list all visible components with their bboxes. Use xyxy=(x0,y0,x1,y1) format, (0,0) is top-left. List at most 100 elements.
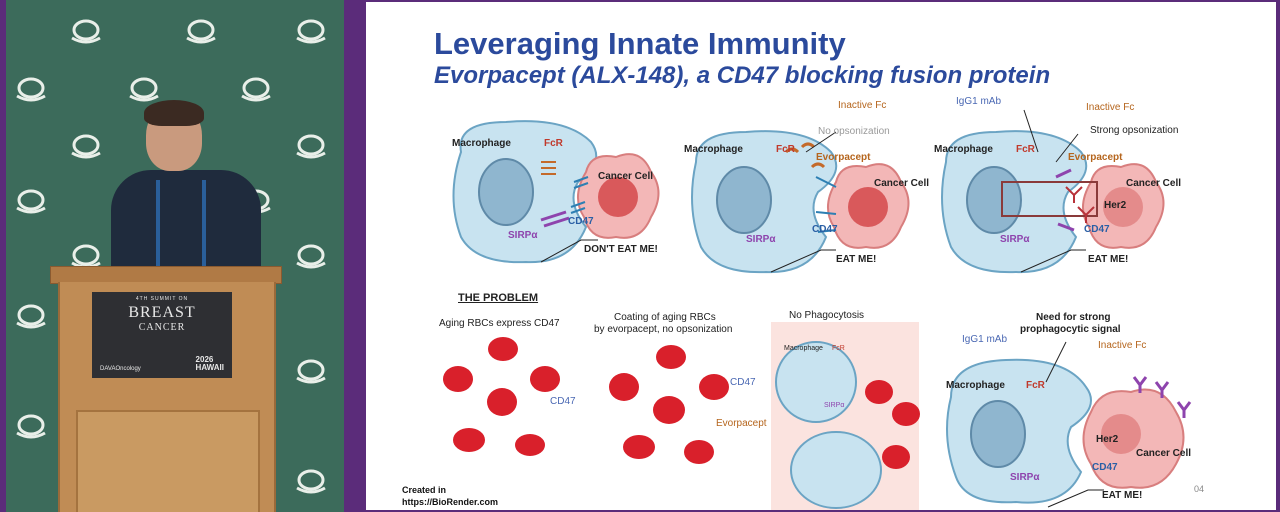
label-sirpa: SIRPα xyxy=(746,234,776,245)
label-sirpa: SIRPα xyxy=(1010,472,1040,483)
rbc-icon xyxy=(609,373,639,401)
rbc-icon xyxy=(453,428,485,452)
label-cancer-cell: Cancer Cell xyxy=(874,178,930,189)
no-phagocytosis-illustration xyxy=(771,322,920,510)
podium-sign-line2: BREAST xyxy=(128,304,196,321)
label-igg1-mab: IgG1 mAb xyxy=(962,334,1008,345)
label-fcr: FcR xyxy=(1026,380,1045,391)
podium-sign-line1: 4TH SUMMIT ON xyxy=(135,296,189,302)
rbc-icon xyxy=(530,366,560,392)
label-evorpacept: Evorpacept xyxy=(716,418,767,429)
label-macrophage: Macrophage xyxy=(934,144,993,155)
podium-sign-year: 2026 HAWAII xyxy=(195,355,224,372)
cancer-nucleus xyxy=(1103,187,1143,227)
label-cd47: CD47 xyxy=(1092,462,1118,473)
label-macrophage-small: Macrophage xyxy=(784,345,823,352)
macrophage-nucleus xyxy=(478,158,534,226)
rbc-icon xyxy=(656,345,686,369)
label-no-opsonization: No opsonization xyxy=(818,126,890,137)
label-fcr: FcR xyxy=(1016,144,1035,155)
label-macrophage: Macrophage xyxy=(946,380,1005,391)
backdrop-logo-icon xyxy=(16,304,46,329)
annotation-arrow xyxy=(1055,133,1079,163)
label-fcr-small: FcR xyxy=(832,345,845,352)
macrophage-shape xyxy=(790,431,882,509)
rbc-group-aging xyxy=(443,337,560,456)
label-inactive-fc: Inactive Fc xyxy=(838,100,887,111)
rbc-icon xyxy=(892,402,920,426)
panel2-illustration xyxy=(691,130,910,274)
slide-title: Leveraging Innate Immunity xyxy=(434,26,846,61)
macrophage-nucleus xyxy=(716,166,772,234)
rbc-icon xyxy=(699,374,729,400)
label-cd47: CD47 xyxy=(730,377,756,388)
presentation-slide: Leveraging Innate Immunity Evorpacept (A… xyxy=(366,2,1276,510)
rbc-icon xyxy=(443,366,473,392)
backdrop-logo-icon xyxy=(71,134,101,159)
podium-panel xyxy=(76,410,260,512)
label-igg1-mab: IgG1 mAb xyxy=(956,96,1002,107)
slide-page-number: 04 xyxy=(1194,484,1205,494)
label-macrophage: Macrophage xyxy=(684,144,743,155)
label-strong-opsonization: Strong opsonization xyxy=(1090,125,1179,136)
rbc-icon xyxy=(653,396,685,424)
label-cancer-cell: Cancer Cell xyxy=(1136,448,1192,459)
cancer-nucleus xyxy=(848,187,888,227)
podium-sign-sponsor: DAVAOncology xyxy=(100,366,141,372)
label-cd47: CD47 xyxy=(568,216,594,227)
igg1-antibodies xyxy=(1132,376,1192,418)
credit-line1: Created in xyxy=(402,485,447,495)
label-need-line2: prophagocytic signal xyxy=(1020,324,1121,335)
podium-sign-line3: CANCER xyxy=(138,322,186,333)
backdrop-logo-icon xyxy=(296,469,326,494)
backdrop-logo-pattern xyxy=(16,19,326,494)
backdrop-logo-icon xyxy=(71,244,101,269)
label-coating-line2: by evorpacept, no opsonization xyxy=(594,324,733,335)
label-fcr: FcR xyxy=(776,144,795,155)
label-coating-line1: Coating of aging RBCs xyxy=(614,312,716,323)
problem-heading: THE PROBLEM xyxy=(458,292,539,304)
synapse-box xyxy=(1001,181,1098,217)
rbc-group-coated xyxy=(609,345,729,464)
backdrop-logo-icon xyxy=(296,134,326,159)
label-eat-me: EAT ME! xyxy=(836,254,877,265)
biorender-credit: Created in https://BioRender.com xyxy=(402,484,498,508)
label-sirpa-small: SIRPα xyxy=(824,402,845,409)
fcr-receptors xyxy=(541,161,556,175)
annotation-arrow xyxy=(1023,109,1039,153)
label-fcr: FcR xyxy=(544,138,563,149)
label-no-phagocytosis: No Phagocytosis xyxy=(789,310,865,321)
label-cd47: CD47 xyxy=(812,224,838,235)
label-cd47: CD47 xyxy=(550,396,576,407)
panel1-illustration xyxy=(452,120,660,264)
annotation-arrow xyxy=(1045,341,1067,383)
rbc-icon xyxy=(684,440,714,464)
slide-subtitle: Evorpacept (ALX-148), a CD47 blocking fu… xyxy=(434,62,1051,89)
backdrop-logo-icon xyxy=(16,77,46,102)
label-cancer-cell: Cancer Cell xyxy=(1126,178,1182,189)
label-cd47: CD47 xyxy=(1084,224,1110,235)
caption-pointer xyxy=(1047,489,1104,508)
cancer-nucleus xyxy=(598,177,638,217)
label-eat-me: EAT ME! xyxy=(1102,490,1143,501)
label-evorpacept: Evorpacept xyxy=(816,152,871,163)
cancer-nucleus xyxy=(1101,414,1141,454)
panel3-illustration xyxy=(941,109,1165,274)
label-aging-rbcs: Aging RBCs express CD47 xyxy=(439,318,560,329)
backdrop-logo-icon xyxy=(241,77,271,102)
label-her2: Her2 xyxy=(1104,200,1127,211)
label-macrophage: Macrophage xyxy=(452,138,511,149)
igg1-antibodies xyxy=(1065,186,1095,223)
lanyard xyxy=(156,180,206,270)
backdrop-logo-icon xyxy=(129,77,159,102)
macrophage-nucleus xyxy=(970,400,1026,468)
panel4-illustration xyxy=(946,341,1192,508)
backdrop-logo-icon xyxy=(16,414,46,439)
evorpacept-binding xyxy=(815,176,837,233)
rbc-icon xyxy=(882,445,910,469)
speaker-hair xyxy=(144,100,204,126)
label-her2: Her2 xyxy=(1096,434,1119,445)
backdrop-logo-icon xyxy=(296,19,326,44)
backdrop-logo-icon xyxy=(16,189,46,214)
macrophage-shape xyxy=(775,341,857,423)
